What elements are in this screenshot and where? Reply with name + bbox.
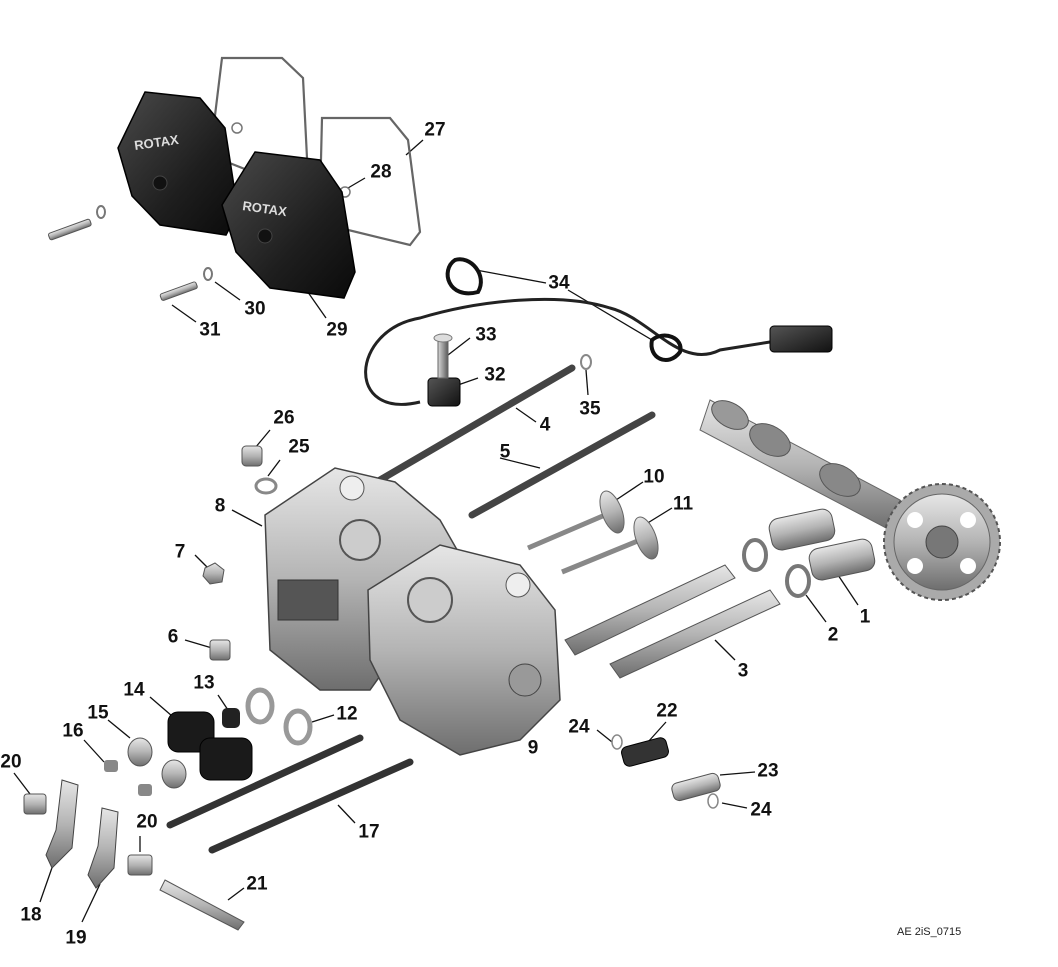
callout-20a: 20 bbox=[0, 751, 22, 773]
callout-24a: 24 bbox=[568, 716, 590, 738]
callout-3: 3 bbox=[737, 660, 749, 682]
valve-springs bbox=[104, 687, 313, 796]
callout-10: 10 bbox=[643, 466, 665, 488]
callout-33: 33 bbox=[475, 324, 497, 346]
callout-13: 13 bbox=[193, 672, 215, 694]
pushrods-4-5 bbox=[376, 364, 656, 519]
callout-5: 5 bbox=[499, 441, 511, 463]
callout-25: 25 bbox=[288, 436, 310, 458]
callout-23: 23 bbox=[757, 760, 779, 782]
callout-30: 30 bbox=[244, 298, 266, 320]
callout-32: 32 bbox=[484, 364, 506, 386]
callout-22: 22 bbox=[656, 700, 678, 722]
callout-21: 21 bbox=[246, 873, 268, 895]
callout-12: 12 bbox=[336, 703, 358, 725]
callout-27: 27 bbox=[424, 119, 446, 141]
callout-34: 34 bbox=[548, 272, 570, 294]
callout-4: 4 bbox=[539, 414, 551, 436]
sensor-harness bbox=[364, 257, 833, 407]
cylinder-head bbox=[264, 467, 561, 756]
callout-1: 1 bbox=[859, 606, 871, 628]
pins-22-23 bbox=[611, 734, 721, 809]
callout-16: 16 bbox=[62, 720, 84, 742]
reference-code: AE 2iS_0715 bbox=[897, 926, 962, 938]
callout-17: 17 bbox=[358, 821, 380, 843]
callout-24b: 24 bbox=[750, 799, 772, 821]
valves-10-11 bbox=[527, 490, 659, 575]
grommet-28a bbox=[231, 122, 243, 134]
callout-28: 28 bbox=[370, 161, 392, 183]
callout-31: 31 bbox=[199, 319, 221, 341]
callout-19: 19 bbox=[65, 927, 87, 949]
callout-9: 9 bbox=[527, 737, 539, 759]
callout-26: 26 bbox=[273, 407, 295, 429]
leader-lines bbox=[13, 139, 859, 923]
callout-7: 7 bbox=[174, 541, 186, 563]
fasteners-small bbox=[202, 445, 278, 661]
pushrods-17 bbox=[166, 734, 414, 854]
rotax-logo: ROTAX bbox=[242, 198, 289, 219]
callout-2: 2 bbox=[827, 624, 839, 646]
callout-15: 15 bbox=[87, 702, 109, 724]
valve-cover-rear: ROTAX bbox=[117, 91, 239, 236]
valve-cover-front: ROTAX bbox=[221, 151, 356, 299]
callout-29: 29 bbox=[326, 319, 348, 341]
callout-35: 35 bbox=[579, 398, 601, 420]
rotax-logo: ROTAX bbox=[133, 132, 180, 153]
lifters-and-tubes bbox=[564, 508, 876, 679]
callout-14: 14 bbox=[123, 679, 145, 701]
callout-6: 6 bbox=[167, 626, 179, 648]
callout-11: 11 bbox=[672, 493, 694, 515]
rocker-arms bbox=[23, 779, 245, 931]
callout-8: 8 bbox=[214, 495, 226, 517]
camshaft bbox=[699, 399, 1001, 601]
cover-screws bbox=[48, 205, 213, 301]
callout-20b: 20 bbox=[136, 811, 158, 833]
callout-18: 18 bbox=[20, 904, 42, 926]
